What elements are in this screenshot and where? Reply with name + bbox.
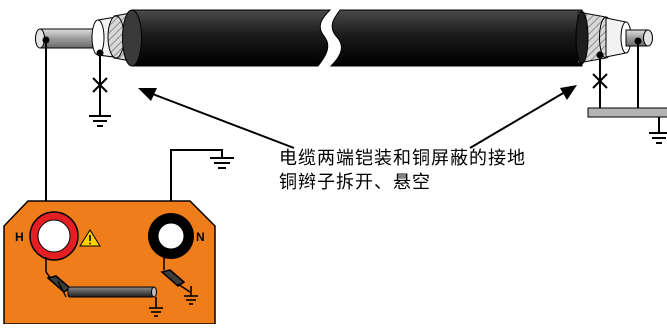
warning-icon [79,229,101,247]
cable [35,9,653,67]
n-clip [160,256,191,293]
instrument-panel: H N [3,200,216,325]
caption-line-1: 电缆两端铠装和铜屏蔽的接地 [279,148,526,169]
ground-bar-ground-symbol [649,117,667,144]
n-terminal-label: N [196,230,205,244]
annotation-arrows [138,85,577,149]
probe-ground-symbol [149,297,163,317]
left-floating-ground [89,49,111,127]
cable-jacket-left [131,9,332,67]
n-clip-ground-symbol [184,286,198,305]
probe-body [67,286,155,298]
ground-bar [587,107,667,118]
n-lead-wire [170,149,234,213]
h-lead-wire [42,36,50,215]
right-floating-ground [592,37,642,110]
n-terminal[interactable] [148,213,194,259]
caption-line-2: 铜辫子拆开、悬空 [279,172,431,193]
cable-jacket-right [329,9,583,67]
h-terminal[interactable] [29,211,79,261]
h-terminal-label: H [15,230,24,244]
